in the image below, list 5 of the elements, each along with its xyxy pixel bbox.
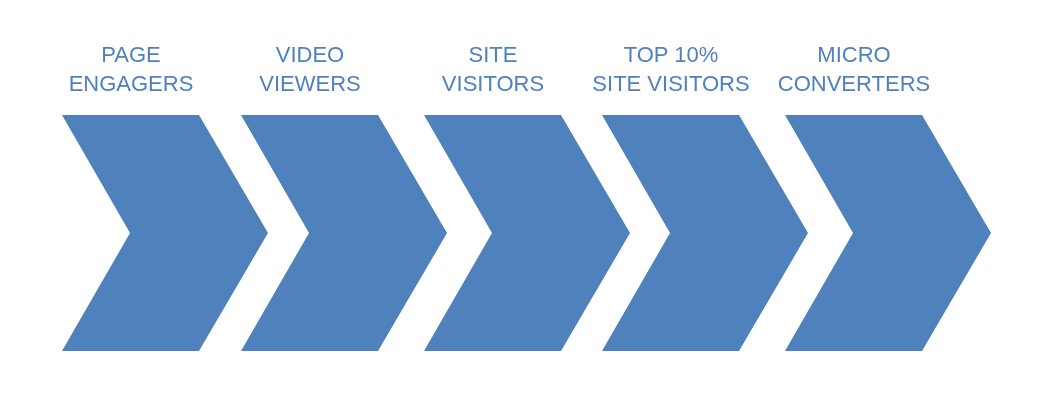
stage-heading: PAGE ENGAGERS <box>68 41 194 98</box>
stage-heading: VIDEO VIEWERS <box>259 41 361 98</box>
stage-heading: MICRO CONVERTERS <box>777 41 931 98</box>
stage-heading: SITE VISITORS <box>441 41 545 98</box>
stage-heading: TOP 10% SITE VISITORS <box>592 41 750 98</box>
